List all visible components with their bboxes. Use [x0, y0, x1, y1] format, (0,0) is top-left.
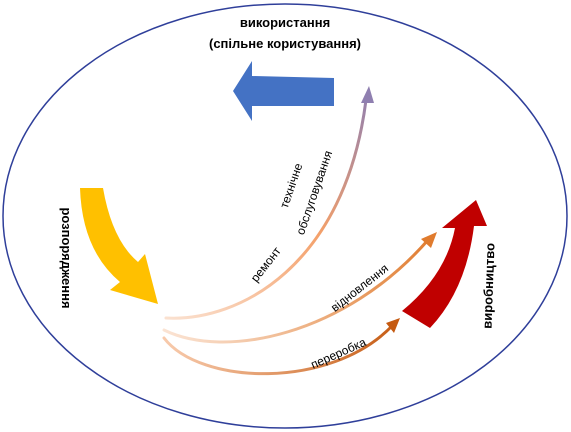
production-arrow	[402, 200, 487, 328]
restoration-arrowhead	[421, 232, 437, 248]
maintenance-label-line1: технічне	[277, 161, 306, 210]
usage-label-line1: використання	[240, 15, 330, 30]
recycling-arrowhead	[386, 318, 400, 333]
restoration-label: відновлення	[328, 261, 391, 314]
maintenance-arrowhead	[361, 86, 374, 103]
maintenance-flow-arrow	[164, 98, 368, 320]
maintenance-label-line2: обслуговування	[293, 149, 335, 237]
recycling-flow-arrow	[162, 324, 394, 376]
restoration-flow-arrow	[162, 238, 430, 344]
recycling-label: переробка	[309, 335, 369, 372]
disposal-arrow	[80, 188, 158, 304]
boundary-ellipse	[2, 3, 568, 429]
production-label: виробництво	[480, 243, 498, 329]
usage-label-line2: (спільне користування)	[209, 36, 361, 51]
usage-arrow	[233, 61, 334, 121]
disposal-label: розпорядження	[59, 207, 74, 308]
